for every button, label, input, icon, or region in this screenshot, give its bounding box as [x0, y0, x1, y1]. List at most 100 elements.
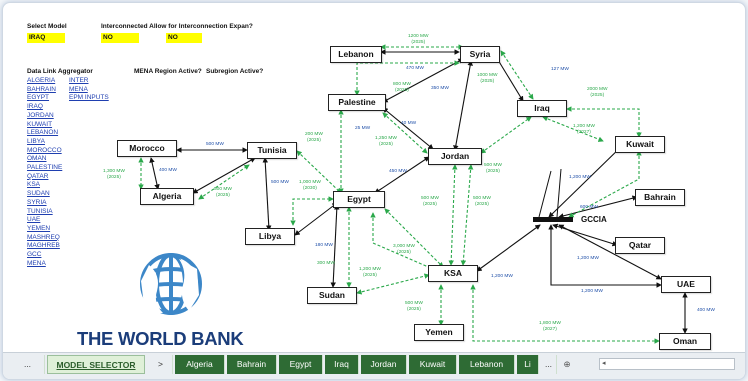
country-link[interactable]: EGYPT	[27, 94, 50, 102]
flow-label-jor-irq-g: 500 MW(2025)	[484, 163, 502, 174]
country-link[interactable]: MOROCCO	[27, 146, 62, 154]
tab-egypt[interactable]: Egypt	[279, 355, 323, 374]
tab-lebanon[interactable]: Lebanon	[459, 355, 515, 374]
flow-label-line: 300 MW	[317, 261, 335, 266]
node-tunisia: Tunisia	[247, 142, 297, 159]
country-link[interactable]: LEBANON	[27, 129, 59, 137]
country-link[interactable]: LIBYA	[27, 137, 45, 145]
add-sheet-icon[interactable]: ⊕	[559, 355, 575, 374]
link-ksa-oman-planned	[470, 284, 660, 344]
mena-region-label: MENA Region Active?	[134, 68, 202, 75]
flow-label-leb-syr-g: 1200 MW(2025)	[408, 34, 429, 45]
flow-label-line: 1,200 MW	[577, 256, 599, 261]
flow-label-gcc-uae-b2: 1,200 MW	[581, 289, 603, 295]
country-link[interactable]: TUNISIA	[27, 207, 53, 215]
tab-scroll-left[interactable]: ...	[11, 355, 45, 374]
flow-label-line: (2025)	[423, 201, 437, 207]
flow-label-alg-tun-g: 500 MW(2025)	[214, 187, 232, 198]
flow-label-line: (2025)	[107, 174, 121, 180]
node-qatar: Qatar	[615, 237, 665, 254]
link-iraq-kuwait-planned-2	[542, 116, 604, 142]
flow-label-tun-lib-b: 500 MW	[271, 180, 289, 186]
country-link[interactable]: SUDAN	[27, 190, 50, 198]
country-link[interactable]: MASHREQ	[27, 233, 60, 241]
scroll-left-icon[interactable]: ◂	[602, 360, 606, 367]
flow-label-line: 450 MW	[389, 169, 407, 174]
flow-label-egy-sud-b: 180 MW	[315, 243, 333, 249]
node-egypt: Egypt	[333, 191, 385, 208]
country-link[interactable]: BAHRAIN	[27, 85, 56, 93]
tab-kuwait[interactable]: Kuwait	[409, 355, 457, 374]
country-link[interactable]: SYRIA	[27, 198, 47, 206]
tab-bahrain[interactable]: Bahrain	[227, 355, 277, 374]
country-link[interactable]: IRAQ	[27, 103, 43, 111]
link-libya-egypt-planned	[290, 196, 334, 226]
flow-label-line: (2025)	[363, 272, 377, 278]
country-link[interactable]: UAE	[27, 216, 41, 224]
country-link[interactable]: GCC	[27, 251, 42, 258]
flow-label-mor-tun-b: 500 MW	[206, 142, 224, 148]
flow-label-line: (2025)	[411, 39, 426, 45]
node-jordan: Jordan	[428, 148, 482, 165]
flow-label-line: 350 MW	[431, 86, 449, 91]
sheet-divider	[579, 355, 591, 374]
link-egypt-sudan	[330, 204, 340, 288]
country-link[interactable]: KUWAIT	[27, 120, 53, 128]
link-jordan-iraq-planned	[480, 116, 532, 154]
flow-label-line: 500 MW	[421, 196, 439, 201]
country-link[interactable]: JORDAN	[27, 111, 54, 119]
tab-model-selector[interactable]: MODEL SELECTOR	[47, 355, 145, 374]
tab-iraq[interactable]: Iraq	[325, 355, 359, 374]
flow-label-line: 1,300 MW	[103, 169, 125, 174]
tab-algeria[interactable]: Algeria	[175, 355, 225, 374]
tab-jordan[interactable]: Jordan	[361, 355, 407, 374]
country-link[interactable]: MENA	[27, 259, 46, 267]
country-link[interactable]: MAGHREB	[27, 242, 60, 250]
select-model-label: Select Model	[27, 23, 67, 30]
country-link[interactable]: KSA	[27, 181, 41, 189]
tab-next-arrow[interactable]: >	[149, 355, 173, 374]
subregion-label: Subregion Active?	[206, 68, 264, 75]
node-yemen: Yemen	[414, 324, 464, 341]
world-bank-wordmark: THE WORLD BANK	[77, 328, 244, 349]
link-algeria-tunisia-planned	[198, 164, 250, 200]
flow-label-leb-syr-b: 470 MW	[406, 66, 424, 72]
model-select-cell[interactable]: IRAQ	[27, 33, 65, 43]
flow-label-jor-ksa-g: 500 MW(2025)	[473, 196, 491, 207]
country-link[interactable]: ALGERIA	[27, 77, 56, 84]
expansion-cell[interactable]: NO	[166, 33, 202, 43]
flow-label-egy-jor-b: 450 MW	[389, 169, 407, 175]
flow-label-line: (2027)	[543, 326, 557, 332]
flow-label-line: 470 MW	[406, 66, 424, 71]
flow-label-line: (2025)	[407, 306, 421, 312]
link-sudan-ksa-planned	[356, 273, 430, 295]
aggregate-link[interactable]: EPM INPUTS	[69, 94, 109, 102]
flow-label-line: (2025)	[486, 168, 500, 174]
flow-label-mor-alg-g: 1,300 MW(2025)	[103, 169, 125, 180]
flow-label-line: 1200 MW	[408, 34, 429, 39]
flow-label-ksa-yem-g: 500 MW(2025)	[405, 301, 423, 312]
country-link[interactable]: OMAN	[27, 155, 47, 163]
horizontal-scrollbar[interactable]: ◂	[599, 358, 735, 370]
country-link[interactable]: PALESTINE	[27, 164, 63, 171]
node-ksa: KSA	[428, 265, 478, 282]
node-morocco: Morocco	[117, 140, 177, 157]
aggregate-link[interactable]: INTER	[69, 77, 89, 84]
flow-label-line: 500 MW	[271, 180, 289, 185]
world-bank-globe-logo	[140, 253, 202, 315]
country-link[interactable]: QATAR	[27, 172, 49, 180]
flow-label-line: 200 MW	[305, 132, 323, 137]
flow-label-line: 400 MW	[159, 168, 177, 173]
tab-li-truncated[interactable]: Li	[517, 355, 539, 374]
sheet-tab-bar: ... MODEL SELECTOR > Algeria Bahrain Egy…	[3, 352, 745, 379]
link-ksa-egypt-planned	[370, 212, 434, 270]
flow-label-syr-irq-g: 1000 MW(2025)	[477, 73, 498, 84]
country-link[interactable]: YEMEN	[27, 224, 51, 232]
link-gccia-uae-2	[558, 224, 662, 280]
aggregate-link[interactable]: MENA	[69, 85, 88, 93]
flow-label-uae-oma-b: 400 MW	[697, 308, 715, 314]
interconnected-cell[interactable]: NO	[101, 33, 139, 43]
tab-more[interactable]: ...	[541, 355, 557, 374]
link-egypt-ksa-planned	[384, 208, 444, 268]
